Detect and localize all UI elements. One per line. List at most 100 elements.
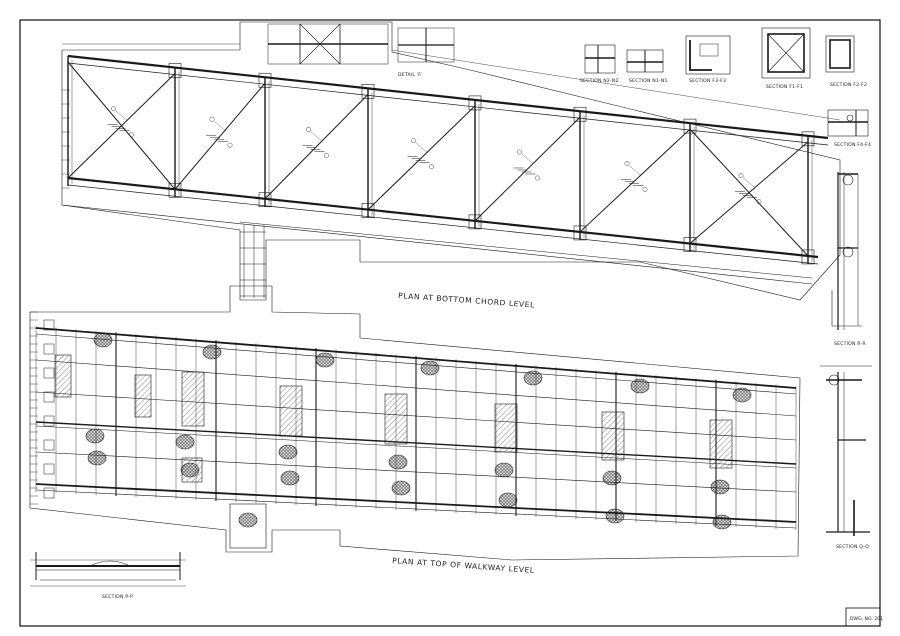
sheet-border xyxy=(19,19,881,627)
hatched-panel xyxy=(54,354,72,398)
hatched-opening xyxy=(278,444,298,460)
walkway-extension xyxy=(229,503,267,549)
leader-line xyxy=(115,110,128,121)
gusset-plate xyxy=(468,95,482,111)
gusset-plate xyxy=(258,192,272,208)
callout-bubble xyxy=(517,149,522,155)
callout-bubble xyxy=(429,164,434,170)
truss-diagonal xyxy=(689,141,809,244)
hatched-panel xyxy=(181,371,205,427)
hatched-opening xyxy=(280,470,300,486)
leader-line xyxy=(742,177,756,188)
hatched-opening xyxy=(85,428,105,444)
section-f2-sketch xyxy=(825,35,855,73)
leader-line xyxy=(310,131,323,142)
section-label-f2: SECTION F2-F2 xyxy=(830,82,867,88)
gusset-plate xyxy=(258,72,272,88)
section-label-f1: SECTION F1-F1 xyxy=(766,84,803,90)
detail-f-drawing xyxy=(267,23,455,65)
leader-line xyxy=(213,121,227,132)
hatched-panel xyxy=(601,411,625,461)
plan-walkway xyxy=(29,285,801,561)
gusset-plate xyxy=(801,249,815,265)
section-rr-drawing xyxy=(831,172,862,330)
hatched-panel xyxy=(709,419,733,469)
hatched-opening xyxy=(175,434,195,450)
leader-line xyxy=(628,165,642,176)
truss-diagonal xyxy=(67,73,176,179)
base-plate xyxy=(43,343,55,355)
hatched-opening xyxy=(630,378,650,394)
truss-diagonal xyxy=(174,82,266,190)
hatched-opening xyxy=(712,514,732,530)
section-details-top-right xyxy=(584,27,869,137)
section-f3-sketch xyxy=(685,35,731,75)
callout-bubble xyxy=(324,153,329,158)
callout-bubble xyxy=(535,175,540,181)
gusset-plate xyxy=(573,225,587,241)
hatched-opening xyxy=(202,344,222,360)
hatched-opening xyxy=(391,480,411,496)
hatched-opening xyxy=(388,454,408,470)
hatched-opening xyxy=(710,479,730,495)
hatched-opening xyxy=(238,512,258,528)
hatched-opening xyxy=(494,462,514,478)
hatched-opening xyxy=(315,352,335,368)
gusset-plate xyxy=(573,106,587,122)
hatched-opening xyxy=(180,462,200,478)
base-plate xyxy=(43,391,55,403)
section-n1-sketch xyxy=(626,49,664,73)
hatched-opening xyxy=(523,370,543,386)
section-label-n1: SECTION N1-N1 xyxy=(629,78,668,84)
hatched-opening xyxy=(605,508,625,524)
truss-diagonal xyxy=(367,105,476,210)
callout-bubble xyxy=(642,187,648,192)
hatched-opening xyxy=(498,492,518,508)
gusset-plate xyxy=(801,131,815,147)
callout-bubble xyxy=(129,132,134,138)
section-label-qq: SECTION Q-Q xyxy=(836,544,869,550)
gusset-plate xyxy=(683,237,697,252)
section-label-rr: SECTION R-R xyxy=(834,341,866,347)
section-f1-sketch xyxy=(761,27,811,79)
hatched-opening xyxy=(93,332,113,348)
section-n2-sketch xyxy=(584,44,616,74)
hatched-opening xyxy=(87,450,107,466)
base-plate xyxy=(43,319,55,331)
hatched-panel xyxy=(134,374,152,418)
section-label-n2: SECTION N2-N2 xyxy=(580,78,619,84)
plan-bottom-chord-title: PLAN AT BOTTOM CHORD LEVEL xyxy=(398,291,535,310)
callout-bubble xyxy=(111,106,116,112)
gusset-plate xyxy=(168,63,182,78)
section-qq-drawing xyxy=(820,365,872,536)
callout-bubble xyxy=(227,142,233,148)
gusset-plate xyxy=(361,84,375,99)
truss-diagonal xyxy=(579,128,691,233)
section-label-f4: SECTION F4-F4 xyxy=(834,142,871,148)
hatched-opening xyxy=(602,470,622,486)
hatched-panel xyxy=(384,393,408,445)
plan-bottom-chord xyxy=(61,21,841,301)
callout-bubble xyxy=(209,116,215,122)
hatched-opening xyxy=(732,387,752,403)
truss-diagonal xyxy=(474,116,581,222)
section-pp-drawing xyxy=(30,552,186,587)
gusset-plate xyxy=(361,203,375,218)
hatched-opening xyxy=(420,360,440,376)
section-pp-label: SECTION P-P xyxy=(102,594,133,600)
callout-bubble xyxy=(411,138,416,144)
callout-bubble xyxy=(306,127,311,132)
detail-f-label: DETAIL 'F' xyxy=(398,72,423,78)
leader-line xyxy=(521,153,534,165)
base-plate xyxy=(43,463,55,475)
base-plate xyxy=(43,415,55,427)
leader-line xyxy=(415,142,428,153)
gusset-plate xyxy=(468,214,482,230)
title-block: DWG. NO. 201 xyxy=(845,607,883,627)
section-label-f3: SECTION F3-F3 xyxy=(689,78,726,84)
base-plate xyxy=(43,439,55,451)
hatched-panel xyxy=(279,385,303,437)
callout-bubble xyxy=(624,161,630,166)
drawing-number: DWG. NO. 201 xyxy=(850,616,883,622)
